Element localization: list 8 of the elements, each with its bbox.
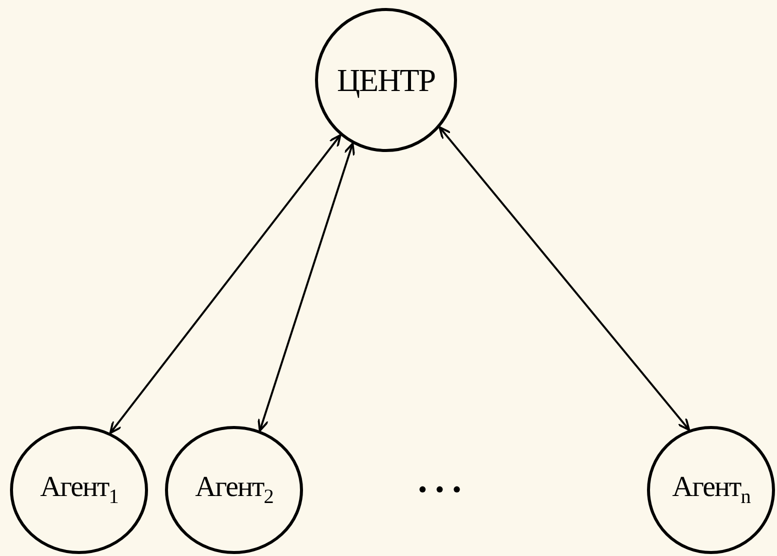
- ellipsis-dots: •••: [418, 475, 470, 505]
- double-arrow: [257, 142, 356, 432]
- node-label: ЦЕНТР: [336, 62, 436, 98]
- node-label: Агент$_{n}$: [672, 471, 750, 509]
- double-arrow: [109, 134, 342, 434]
- node-label: Агент$_{1}$: [40, 471, 118, 509]
- double-arrow: [438, 126, 690, 431]
- node-label: Агент$_{2}$: [195, 471, 273, 509]
